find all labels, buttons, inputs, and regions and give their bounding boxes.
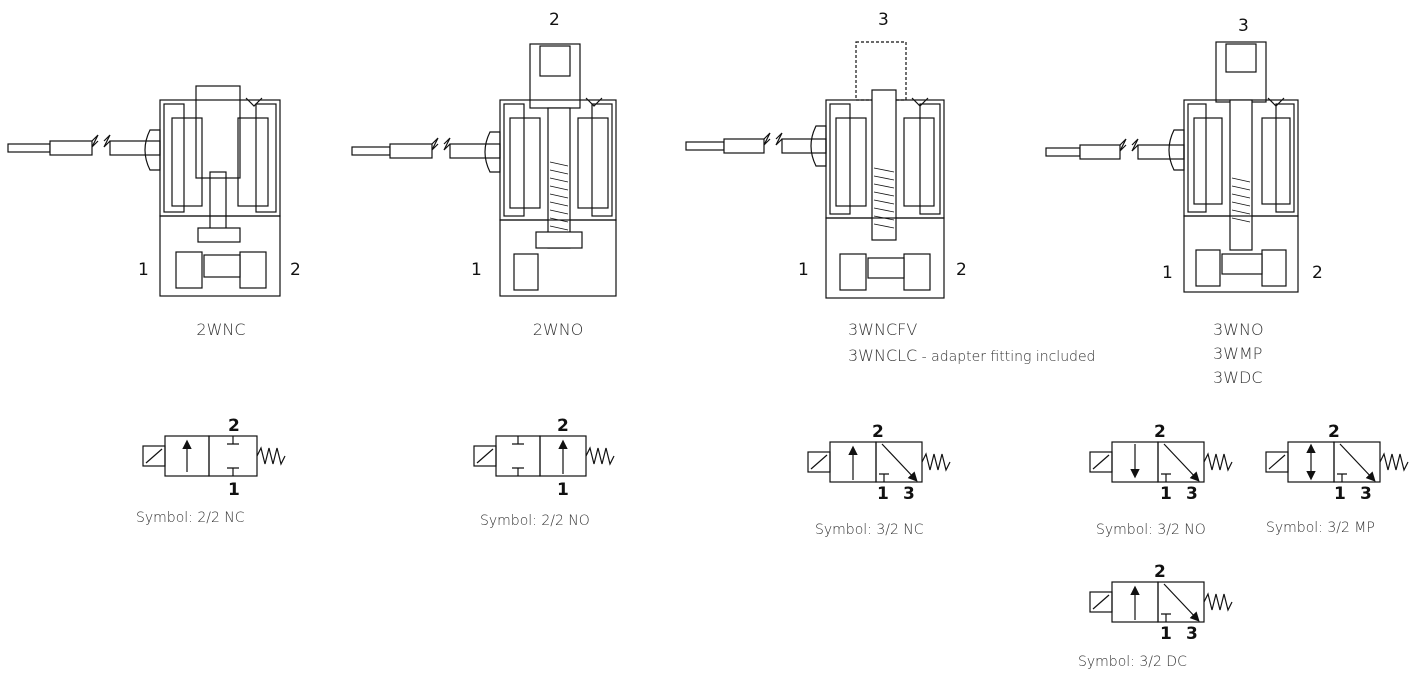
valve-3wno-model: 3WNO xyxy=(1213,320,1264,339)
spring-icon xyxy=(585,446,615,466)
valve-2wno-model: 2WNO xyxy=(533,320,584,339)
valve-2wno-cable xyxy=(351,137,501,159)
symbol-3-2-dc-top-port: 2 xyxy=(1154,562,1166,582)
symbol-2-2-no-bottom-port: 1 xyxy=(557,480,569,500)
spring-icon xyxy=(256,446,286,466)
symbol-3-2-mp-port-3: 3 xyxy=(1360,484,1372,504)
valve-2wno-drawing xyxy=(351,43,617,297)
symbol-3-2-no: 2 1 3 Symbol: 3/2 NO xyxy=(1089,422,1233,538)
valve-3wnclc-note: - adapter fitting included xyxy=(917,349,1095,365)
valve-3wncfv-model: 3WNCFV xyxy=(848,320,917,339)
symbol-3-2-nc-port-3: 3 xyxy=(903,484,915,504)
valve-3wncfv-port-top: 3 xyxy=(878,10,889,30)
spring-icon xyxy=(1379,452,1409,472)
symbol-3-2-nc-top-port: 2 xyxy=(872,422,884,442)
symbol-3-2-nc: 2 1 3 Symbol: 3/2 NC xyxy=(807,422,951,538)
valve-3wncfv-body xyxy=(810,41,945,299)
symbol-3-2-mp-caption: Symbol: 3/2 MP xyxy=(1266,520,1375,536)
symbol-2-2-nc-top-port: 2 xyxy=(228,416,240,436)
symbol-2-2-nc: 2 1 Symbol: 2/2 NC xyxy=(136,416,286,526)
symbol-2-2-no-top-port: 2 xyxy=(557,416,569,436)
valve-2wnc-drawing xyxy=(7,85,281,297)
symbol-3-2-dc-port-1: 1 xyxy=(1160,624,1172,644)
symbol-3-2-nc-port-1: 1 xyxy=(877,484,889,504)
valve-2wno-port-top: 2 xyxy=(549,10,560,30)
valve-3wdc-model: 3WDC xyxy=(1213,368,1263,387)
valve-3wno-cable xyxy=(1045,138,1185,160)
valve-3wno-drawing xyxy=(1045,41,1299,293)
valve-3wnclc-line: 3WNCLC - adapter fitting included xyxy=(848,346,1095,365)
valve-2wnc-cable xyxy=(7,134,161,156)
valve-2wno-body xyxy=(484,43,617,297)
valve-2wnc-port-right: 2 xyxy=(290,260,301,280)
valve-3wmp-model: 3WMP xyxy=(1213,344,1262,363)
valve-2wno-port-left: 1 xyxy=(471,260,482,280)
symbol-3-2-dc: 2 1 3 Symbol: 3/2 DC xyxy=(1078,562,1233,670)
valve-3wncfv-port-left: 1 xyxy=(798,260,809,280)
symbol-3-2-mp-top-port: 2 xyxy=(1328,422,1340,442)
valve-3wncfv-port-right: 2 xyxy=(956,260,967,280)
spring-icon xyxy=(1203,452,1233,472)
valve-3wno-port-right: 2 xyxy=(1312,263,1323,283)
symbol-3-2-no-caption: Symbol: 3/2 NO xyxy=(1096,522,1206,538)
symbol-2-2-no: 2 1 Symbol: 2/2 NO xyxy=(473,416,615,529)
valve-3wncfv-cable xyxy=(685,132,827,154)
symbol-3-2-no-top-port: 2 xyxy=(1154,422,1166,442)
valve-2wnc-model: 2WNC xyxy=(196,320,245,339)
spring-icon xyxy=(1203,592,1233,612)
symbol-2-2-nc-bottom-port: 1 xyxy=(228,480,240,500)
valve-3wnclc-model: 3WNCLC xyxy=(848,346,917,365)
valve-3wno-port-left: 1 xyxy=(1162,263,1173,283)
valve-3wno-body xyxy=(1168,41,1299,293)
valve-2wnc-port-left: 1 xyxy=(138,260,149,280)
symbol-3-2-no-port-3: 3 xyxy=(1186,484,1198,504)
symbol-2-2-no-caption: Symbol: 2/2 NO xyxy=(480,513,590,529)
symbol-3-2-mp: 2 1 3 Symbol: 3/2 MP xyxy=(1265,422,1409,536)
symbol-2-2-nc-caption: Symbol: 2/2 NC xyxy=(136,510,245,526)
spring-icon xyxy=(921,452,951,472)
symbol-3-2-nc-caption: Symbol: 3/2 NC xyxy=(815,522,924,538)
symbol-3-2-mp-port-1: 1 xyxy=(1334,484,1346,504)
symbol-3-2-dc-caption: Symbol: 3/2 DC xyxy=(1078,654,1187,670)
valve-2wnc-body xyxy=(144,85,281,297)
valve-3wno-port-top: 3 xyxy=(1238,16,1249,36)
symbol-3-2-dc-port-3: 3 xyxy=(1186,624,1198,644)
symbol-3-2-no-port-1: 1 xyxy=(1160,484,1172,504)
valve-3wncfv-drawing xyxy=(685,41,945,299)
